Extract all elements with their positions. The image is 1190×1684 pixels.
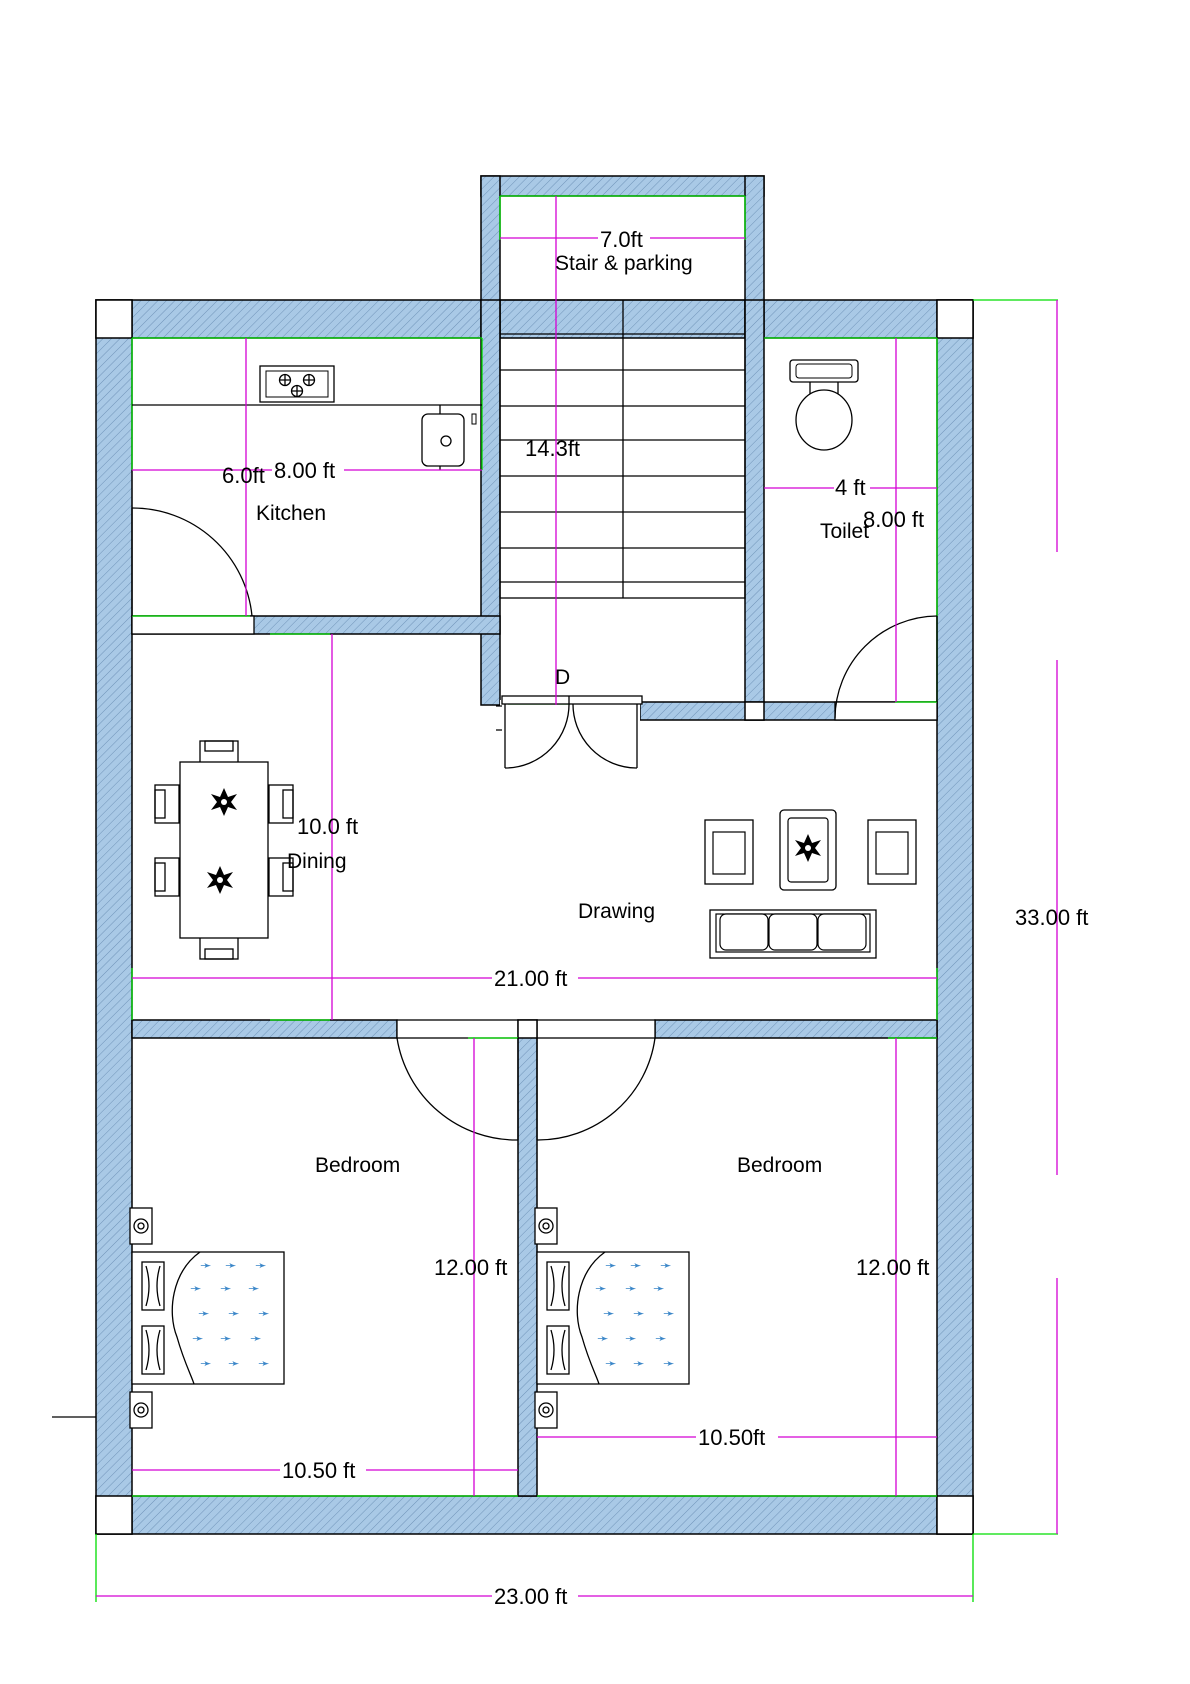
svg-text:➛: ➛ [198, 1306, 210, 1322]
label-drawing: Drawing [578, 900, 655, 923]
svg-text:➛: ➛ [660, 1258, 672, 1274]
svg-text:➛: ➛ [200, 1356, 212, 1372]
svg-text:➛: ➛ [625, 1281, 637, 1297]
label-dining: Dining [287, 850, 347, 873]
dim-toilet-length: 8.00 ft [863, 507, 924, 532]
svg-text:➛: ➛ [228, 1356, 240, 1372]
svg-text:➛: ➛ [228, 1306, 240, 1322]
sofa-set-icon [704, 809, 917, 959]
svg-text:➛: ➛ [192, 1331, 204, 1347]
bed-right-icon: ➛ ➛ ➛ ➛ ➛ ➛ ➛ ➛ ➛ ➛ ➛ ➛ ➛ ➛ ➛ [534, 1207, 690, 1429]
svg-text:➛: ➛ [655, 1331, 667, 1347]
guide-lines [95, 195, 1058, 1602]
svg-text:➛: ➛ [595, 1281, 607, 1297]
svg-text:➛: ➛ [190, 1281, 202, 1297]
label-toilet: Toilet [820, 520, 869, 543]
svg-text:➛: ➛ [250, 1331, 262, 1347]
dim-bedroom-left-width: 10.50 ft [282, 1458, 355, 1483]
label-kitchen: Kitchen [256, 502, 326, 525]
sink-icon [421, 413, 477, 467]
svg-text:➛: ➛ [597, 1331, 609, 1347]
svg-text:➛: ➛ [220, 1331, 232, 1347]
stove-icon [259, 365, 335, 403]
svg-text:➛: ➛ [633, 1356, 645, 1372]
toilet-icon [789, 359, 859, 451]
dimension-labels: 7.0ft 14.3ft 8.00 ft 6.0ft 4 ft 8.00 ft … [222, 226, 1088, 1609]
svg-text:➛: ➛ [258, 1356, 270, 1372]
svg-text:➛: ➛ [605, 1258, 617, 1274]
dim-overall-width: 23.00 ft [494, 1584, 567, 1609]
staircase [499, 299, 746, 599]
walls [95, 175, 974, 1535]
label-stair: Stair & parking [555, 252, 693, 275]
svg-text:➛: ➛ [630, 1258, 642, 1274]
dim-dining-length: 10.0 ft [297, 814, 358, 839]
svg-text:➛: ➛ [653, 1281, 665, 1297]
dim-kitchen-depth: 6.0ft [222, 463, 265, 488]
dim-stair-length: 14.3ft [525, 436, 580, 461]
bed-left-icon: ➛ ➛ ➛ ➛ ➛ ➛ ➛ ➛ ➛ ➛ ➛ ➛ ➛ ➛ ➛ [129, 1207, 285, 1429]
label-bedroom-left: Bedroom [315, 1154, 400, 1177]
svg-text:➛: ➛ [663, 1356, 675, 1372]
dim-stair-width: 7.0ft [600, 227, 643, 252]
svg-text:➛: ➛ [633, 1306, 645, 1322]
label-door-d: D [555, 666, 570, 689]
svg-text:➛: ➛ [248, 1281, 260, 1297]
label-bedroom-right: Bedroom [737, 1154, 822, 1177]
svg-text:➛: ➛ [255, 1258, 267, 1274]
svg-text:➛: ➛ [225, 1258, 237, 1274]
svg-text:➛: ➛ [625, 1331, 637, 1347]
dim-bedroom-right-length: 12.00 ft [856, 1255, 929, 1280]
svg-text:➛: ➛ [258, 1306, 270, 1322]
svg-text:➛: ➛ [220, 1281, 232, 1297]
svg-text:➛: ➛ [603, 1306, 615, 1322]
dim-hall-width: 21.00 ft [494, 966, 567, 991]
svg-text:➛: ➛ [605, 1356, 617, 1372]
dim-kitchen-width: 8.00 ft [274, 458, 335, 483]
svg-text:➛: ➛ [200, 1258, 212, 1274]
svg-text:➛: ➛ [663, 1306, 675, 1322]
dim-bedroom-right-width: 10.50ft [698, 1425, 765, 1450]
dim-toilet-width: 4 ft [835, 475, 866, 500]
room-labels: Stair & parking Kitchen Toilet Dining Dr… [256, 252, 869, 1177]
doors [52, 507, 938, 1418]
dining-table-icon [154, 740, 294, 960]
dim-bedroom-left-length: 12.00 ft [434, 1255, 507, 1280]
dim-overall-depth: 33.00 ft [1015, 905, 1088, 930]
